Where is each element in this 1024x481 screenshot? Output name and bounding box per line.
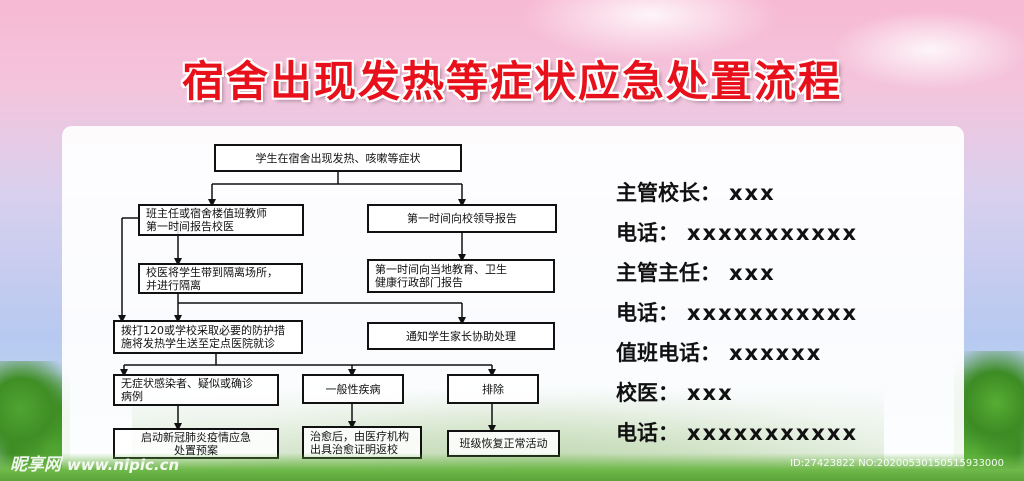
- flow-node-report-leader: 第一时间向校领导报告: [367, 204, 557, 233]
- flow-node-branch-general: 一般性疾病: [302, 374, 404, 404]
- flow-connectors: [118, 172, 496, 433]
- flow-node-notify-parents: 通知学生家长协助处理: [367, 322, 555, 350]
- flow-node-isolation: 校医将学生带到隔离场所， 并进行隔离: [138, 263, 303, 294]
- contact-label: 值班电话：: [616, 341, 721, 365]
- contact-value: xxxxxxxxxxx: [687, 301, 858, 325]
- poster-title: 宿舍出现发热等症状应急处置流程: [181, 57, 842, 106]
- contact-value: xxxxxxxxxxx: [687, 421, 858, 445]
- contact-label: 电话：: [616, 221, 679, 245]
- contact-value: xxx: [687, 381, 734, 405]
- contact-value: xxxxxx: [729, 341, 823, 365]
- contact-label: 电话：: [616, 301, 679, 325]
- watermark-id: ID:27423822 NO:20200530150515933000: [790, 458, 1004, 469]
- contact-principal: 主管校长： xxx: [616, 177, 776, 207]
- contact-label: 电话：: [616, 421, 679, 445]
- contact-label: 校医：: [616, 381, 679, 405]
- cloud-decoration: [830, 10, 1024, 90]
- content-panel: 学生在宿舍出现发热、咳嗽等症状 班主任或宿舍楼值班教师 第一时间报告校医 第一时…: [62, 126, 964, 481]
- contact-director-phone: 电话： xxxxxxxxxxx: [616, 297, 858, 327]
- flow-node-report-doctor: 班主任或宿舍楼值班教师 第一时间报告校医: [138, 204, 304, 236]
- contact-label: 主管校长：: [616, 181, 721, 205]
- flow-node-result-normal: 班级恢复正常活动: [447, 430, 560, 457]
- watermark-url: www.nipic.cn: [67, 456, 180, 474]
- flow-node-start: 学生在宿舍出现发热、咳嗽等症状: [214, 144, 462, 172]
- contact-duty-phone: 值班电话： xxxxxx: [616, 337, 822, 367]
- flow-node-branch-covid: 无症状感染者、疑似或确诊 病例: [113, 374, 279, 406]
- contact-value: xxx: [729, 181, 776, 205]
- contact-doctor-phone: 电话： xxxxxxxxxxx: [616, 417, 858, 447]
- grass-decoration: [0, 453, 1024, 481]
- contact-doctor: 校医： xxx: [616, 377, 734, 407]
- contact-director: 主管主任： xxx: [616, 257, 776, 287]
- contact-principal-phone: 电话： xxxxxxxxxxx: [616, 217, 858, 247]
- contact-value: xxx: [729, 261, 776, 285]
- watermark-brand-name: 昵享网: [10, 455, 61, 475]
- contact-label: 主管主任：: [616, 261, 721, 285]
- flow-node-report-authority: 第一时间向当地教育、卫生 健康行政部门报告: [367, 259, 555, 293]
- watermark-brand: 昵享网 www.nipic.cn: [10, 450, 179, 475]
- contact-value: xxxxxxxxxxx: [687, 221, 858, 245]
- flow-node-hospital: 拨打120或学校采取必要的防护措 施将发热学生送至定点医院就诊: [113, 320, 303, 354]
- flow-node-branch-excluded: 排除: [447, 374, 539, 404]
